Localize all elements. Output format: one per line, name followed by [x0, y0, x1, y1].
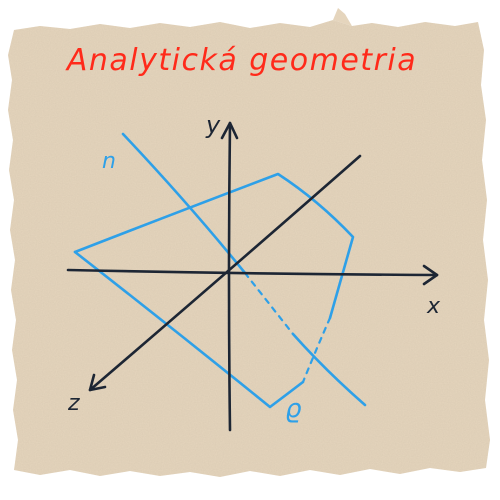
z-axis-label: z	[67, 391, 80, 416]
z-arrowhead-icon	[88, 373, 107, 392]
line-n-lower	[291, 332, 367, 407]
page-title: Analytická geometria	[65, 43, 417, 78]
z-axis	[88, 154, 362, 392]
x-axis-label: x	[426, 294, 441, 319]
line-n-label: n	[102, 149, 116, 174]
paper-sheet	[8, 8, 490, 477]
y-arrowhead-icon	[220, 121, 239, 140]
y-axis-label: y	[205, 111, 221, 139]
line-n-hidden-part	[243, 271, 295, 336]
x-axis	[66, 264, 439, 286]
plane-rho	[73, 172, 355, 409]
plane-rho-label: ϱ	[285, 394, 302, 424]
y-axis	[220, 121, 239, 432]
line-n	[121, 132, 247, 275]
x-arrowhead-icon	[422, 264, 439, 286]
